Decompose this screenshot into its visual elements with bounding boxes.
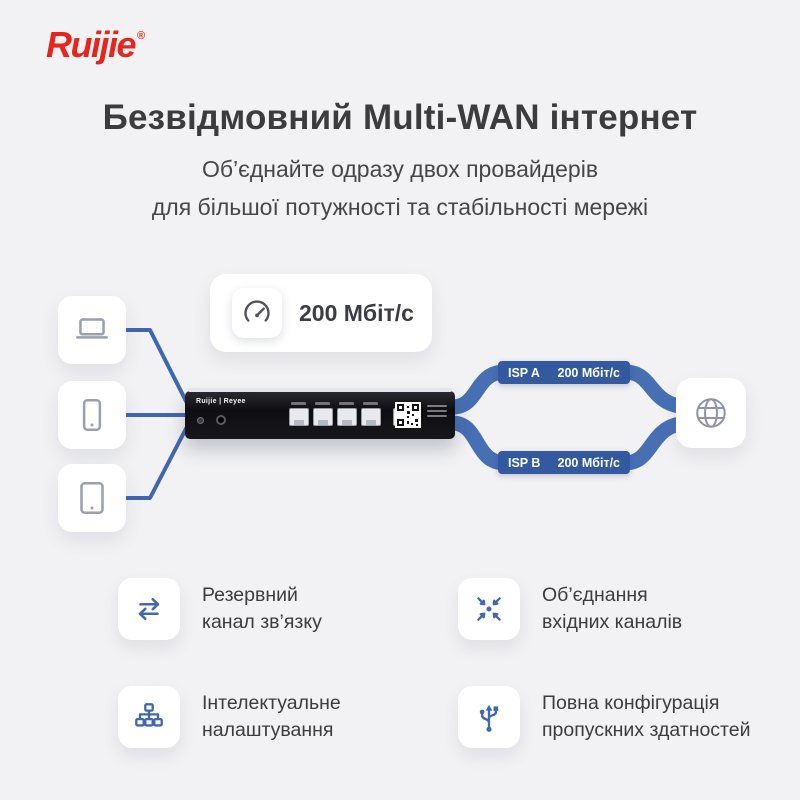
laptop-icon <box>76 318 108 339</box>
network-diagram: 200 Мбіт/с Ruijie | Reyee <box>0 260 800 550</box>
isp-b-name: ISP B <box>508 455 541 470</box>
laptop-link-line <box>124 328 192 411</box>
feature-text: Резервний канал зв’язку <box>202 584 322 633</box>
laptop-card <box>58 296 126 364</box>
tablet-link-line <box>124 419 192 500</box>
ethernet-port <box>337 402 357 426</box>
feature-text: Інтелектуальне налаштування <box>202 692 341 741</box>
logo-text: Ruijie <box>46 24 137 65</box>
tablet-icon <box>80 482 104 514</box>
isp-a-speed: 200 Мбіт/с <box>557 365 620 380</box>
speedometer-icon <box>232 288 282 338</box>
feature-text: Об’єднання вхідних каналів <box>542 584 683 633</box>
speed-badge-card: 200 Мбіт/с <box>210 274 432 352</box>
usb-branch-icon <box>458 686 520 748</box>
subtitle-line-1: Об’єднайте одразу двох провайдерів <box>201 156 599 182</box>
isp-b-speed: 200 Мбіт/с <box>557 455 620 470</box>
feature-bandwidth-config: Повна конфігурація пропускних здатностей <box>458 686 751 748</box>
globe-icon <box>696 398 726 428</box>
ethernet-port <box>361 402 381 426</box>
ethernet-port <box>313 402 333 426</box>
router-device: Ruijie | Reyee <box>185 388 455 439</box>
router-brand-label: Ruijie | Reyee <box>196 398 246 405</box>
status-led <box>197 416 204 424</box>
ruijie-logo: Ruijie® <box>46 24 145 66</box>
isp-a-name: ISP A <box>508 365 540 380</box>
network-tree-icon <box>118 686 180 748</box>
internet-card <box>676 378 746 448</box>
feature-smart-setup: Інтелектуальне налаштування <box>118 686 341 748</box>
feature-text: Повна конфігурація пропускних здатностей <box>542 692 751 741</box>
swap-arrows-icon <box>118 578 180 640</box>
page-title: Безвідмовний Multi-WAN інтернет <box>102 98 698 137</box>
speed-badge-value: 200 Мбіт/с <box>299 299 414 326</box>
feature-backup-channel: Резервний канал зв’язку <box>118 578 322 640</box>
ethernet-port <box>289 402 309 426</box>
router-controls <box>197 415 226 425</box>
page-subtitle: Об’єднайте одразу двох провайдерів для б… <box>0 150 800 226</box>
isp-a-label: ISP A 200 Мбіт/с <box>498 361 630 384</box>
registered-mark: ® <box>137 30 145 42</box>
merge-arrows-icon <box>458 578 520 640</box>
smartphone-icon <box>82 399 102 431</box>
feature-channel-merging: Об’єднання вхідних каналів <box>458 578 682 640</box>
router-label-text <box>427 405 447 417</box>
smartphone-card <box>58 381 126 449</box>
subtitle-line-2: для більшої потужності та стабільності м… <box>151 194 649 220</box>
qr-code <box>395 402 421 428</box>
power-jack <box>216 415 226 425</box>
isp-b-label: ISP B 200 Мбіт/с <box>498 451 630 474</box>
tablet-card <box>58 464 126 532</box>
